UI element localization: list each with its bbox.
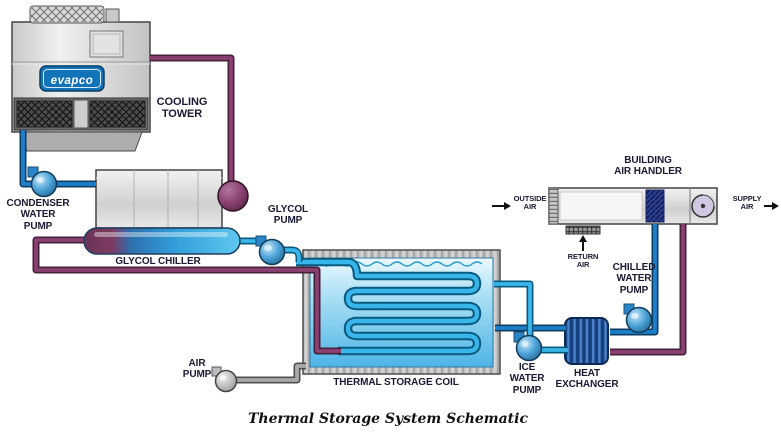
tower-access-panel (89, 30, 124, 58)
evapco-logo-text: evapco (51, 75, 94, 87)
diagram-title: Thermal Storage System Schematic (248, 411, 528, 427)
glycol-chiller-cabinet (95, 169, 223, 229)
intake-louver (548, 187, 559, 225)
storage-coil (296, 257, 482, 356)
cooling-tower-label: COOLING TOWER (156, 96, 208, 121)
cooling-coil (645, 189, 665, 223)
supply-air-arrow-icon (764, 202, 779, 210)
air-pump-label: AIR PUMP (182, 358, 212, 381)
building-air-handler-unit (548, 187, 718, 235)
thermal-storage-tank (302, 249, 501, 375)
condenser-water-cold-pipe (19, 130, 96, 188)
evapco-logo: evapco (39, 65, 105, 92)
return-air-label: RETURN AIR (567, 252, 599, 270)
chilled-water-pump-label: CHILLED WATER PUMP (612, 262, 656, 296)
return-air-arrow-icon (579, 235, 587, 251)
glycol-chiller-label: GLYCOL CHILLER (115, 256, 201, 267)
cooling-tower: evapco (11, 5, 151, 152)
glycol-warm-return-pipe (32, 236, 341, 355)
ice-water-pump-icon (513, 331, 543, 362)
air-pump-pipe (236, 362, 306, 384)
outside-air-arrow-icon (492, 202, 511, 210)
building-air-handler-label: BUILDING AIR HANDLER (614, 155, 682, 178)
glycol-pump-label: GLYCOL PUMP (267, 204, 309, 227)
tower-louvers (13, 97, 149, 131)
chilled-water-return-pipe (610, 224, 687, 356)
supply-air-label: SUPPLY AIR (732, 194, 762, 212)
chilled-water-pump-icon (623, 303, 653, 334)
thermal-storage-coil-label: THERMAL STORAGE COIL (333, 377, 459, 388)
outside-air-label: OUTSIDE AIR (513, 194, 547, 212)
glycol-chiller-barrel (83, 227, 241, 255)
condenser-water-pump-icon (27, 166, 58, 198)
chilled-water-supply-pipe (610, 224, 659, 336)
air-pump-icon (211, 366, 238, 393)
return-air-grille (565, 225, 601, 235)
ice-water-supply-pipe (494, 280, 568, 354)
glycol-pump-icon (255, 235, 286, 266)
tower-basin (19, 131, 143, 152)
chiller-end-cap (217, 180, 249, 212)
condenser-water-hot-pipe (150, 54, 235, 184)
heat-exchanger-label: HEAT EXCHANGER (555, 368, 619, 391)
supply-fan-icon (691, 194, 715, 218)
heat-exchanger-unit (564, 317, 609, 365)
condenser-water-pump-label: CONDENSER WATER PUMP (6, 198, 70, 232)
tower-fan-guard (29, 5, 120, 24)
ice-water-pump-label: ICE WATER PUMP (509, 362, 545, 396)
